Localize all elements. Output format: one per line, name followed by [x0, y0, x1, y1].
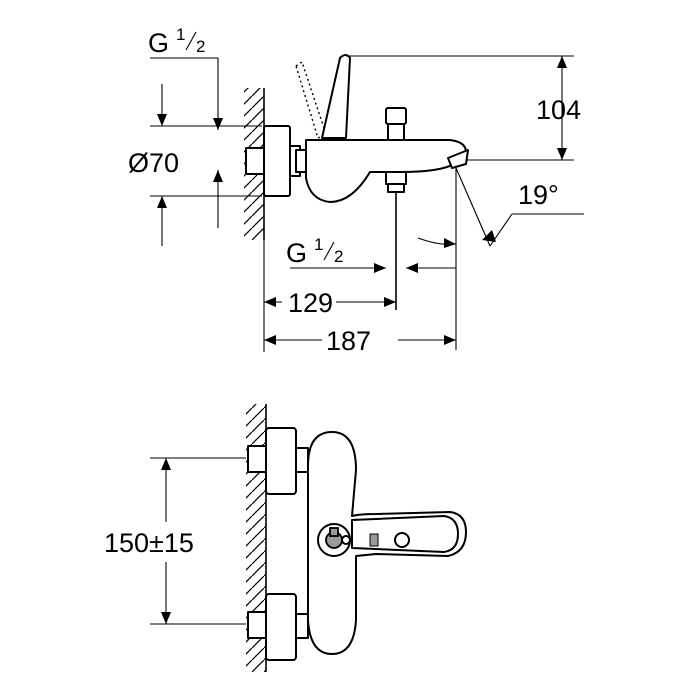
shower-outlet	[385, 171, 407, 185]
g-thread-bottom-numerator: 1	[314, 235, 323, 254]
g-thread-top-label: G	[148, 28, 169, 58]
depth-inlet-label: 129	[288, 288, 333, 318]
diverter-knob	[385, 107, 407, 125]
side-view: G 1 2 Ø70 104 19° G 1 2	[128, 25, 584, 356]
wall-rosette	[263, 125, 291, 197]
inlet-nut-bottom	[247, 611, 267, 639]
inlet-nut-top	[247, 445, 267, 473]
diverter-button	[394, 532, 410, 548]
height-label: 104	[536, 95, 581, 125]
g-thread-bottom-label: G	[286, 238, 307, 268]
g-thread-top-denominator: 2	[196, 37, 205, 56]
lever	[321, 54, 351, 139]
depth-total-label: 187	[326, 326, 371, 356]
center-distance-label: 150±15	[104, 528, 194, 558]
spout-nose	[447, 149, 469, 169]
rosette-top	[265, 427, 297, 495]
rosette-bottom	[265, 593, 297, 661]
diameter-label: Ø70	[128, 148, 179, 178]
g-thread-bottom-denominator: 2	[334, 247, 343, 266]
brand-mark	[369, 533, 379, 547]
front-view: 150±15	[104, 404, 467, 672]
lever-ghost	[295, 60, 327, 139]
diverter-stem	[387, 123, 405, 141]
g-thread-top-numerator: 1	[176, 25, 185, 44]
connection-nut-top	[245, 147, 265, 175]
angle-label: 19°	[518, 180, 559, 210]
